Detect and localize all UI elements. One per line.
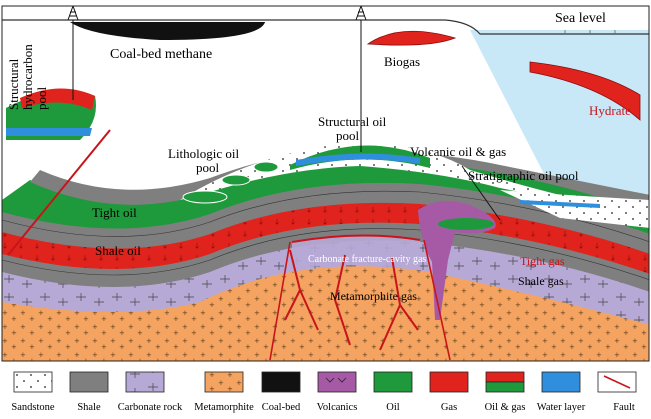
legend-swatch-water — [541, 371, 581, 393]
biogas-lens — [366, 30, 457, 46]
shale-lower — [2, 220, 649, 292]
legend-swatch-volcanics — [317, 371, 357, 393]
legend-label-carbonate: Carbonate rock — [118, 402, 183, 413]
legend-label-metamorphite: Metamorphite — [194, 402, 254, 413]
label-stratigraphic: Stratigraphic oil pool — [468, 168, 579, 183]
label-lithologic-2: pool — [196, 160, 220, 175]
metamorphite-basement — [2, 264, 649, 361]
legend-label-fault: Fault — [613, 402, 635, 413]
structural-water — [296, 153, 420, 166]
fault-block-left — [269, 241, 291, 361]
label-shale-oil: Shale oil — [95, 243, 141, 258]
label-coal-bed-methane: Coal-bed methane — [110, 47, 212, 62]
legend-swatch-oilgas-top — [485, 371, 525, 383]
legend-label-sandstone: Sandstone — [11, 402, 55, 413]
legend-swatch-coalbed — [261, 371, 301, 393]
legend-swatch-oil — [373, 371, 413, 393]
legend: Sandstone Shale Carbonate rock Metamorph… — [11, 371, 637, 413]
legend-swatch-carbonate — [125, 371, 165, 393]
derrick-left-icon — [67, 6, 79, 21]
label-shale-gas: Shale gas — [518, 274, 564, 288]
legend-label-coalbed: Coal-bed — [262, 402, 301, 413]
legend-swatch-metamorphite — [204, 371, 244, 393]
label-sea-level: Sea level — [555, 11, 606, 26]
lithologic-lens-3 — [253, 161, 279, 173]
label-metamorphite-gas: Metamorphite gas — [330, 289, 417, 303]
lithologic-lens-2 — [221, 174, 251, 186]
label-structural-hc-1: Structural — [6, 58, 21, 110]
label-lithologic-1: Lithologic oil — [168, 146, 240, 161]
hydrate-band — [529, 61, 641, 121]
diagram-frame — [1, 5, 650, 362]
label-hydrate: Hydrate — [589, 103, 631, 118]
legend-swatch-gas — [429, 371, 469, 393]
legend-label-water: Water layer — [537, 402, 586, 413]
label-tight-oil: Tight oil — [92, 205, 137, 220]
carbonate-cavity-zone — [292, 235, 420, 270]
label-biogas: Biogas — [384, 54, 420, 69]
label-structural-hc-3: pool — [34, 87, 49, 111]
legend-swatch-sandstone — [13, 371, 53, 393]
legend-label-shale: Shale — [77, 402, 101, 413]
shale-middle — [2, 180, 649, 254]
sea — [470, 30, 649, 210]
label-carbonate-gas: Carbonate fracture-cavity gas — [308, 254, 426, 265]
legend-swatch-shale — [69, 371, 109, 393]
legend-label-volcanics: Volcanics — [317, 402, 358, 413]
lithologic-lens-1 — [182, 190, 228, 204]
stratigraphic-sand — [500, 190, 649, 228]
carbonate-layer — [2, 238, 649, 325]
derrick-center-icon — [355, 6, 367, 21]
fractures — [284, 249, 419, 351]
major-fault — [7, 129, 111, 256]
volcanic-oil-lens — [438, 218, 494, 230]
volcanic-body — [418, 201, 496, 320]
label-structural-oil-1: Structural oil — [318, 114, 387, 129]
fault-block-right — [423, 239, 451, 361]
label-structural-oil-2: pool — [336, 128, 360, 143]
legend-label-gas: Gas — [441, 402, 457, 413]
label-volcanic: Volcanic oil & gas — [410, 144, 506, 159]
legend-swatch-oilgas-bottom — [485, 381, 525, 393]
legend-label-oil: Oil — [386, 402, 400, 413]
label-tight-gas: Tight gas — [520, 254, 565, 268]
legend-label-oilgas: Oil & gas — [485, 402, 526, 413]
label-structural-hc-2: hydrocarbon — [20, 44, 35, 110]
